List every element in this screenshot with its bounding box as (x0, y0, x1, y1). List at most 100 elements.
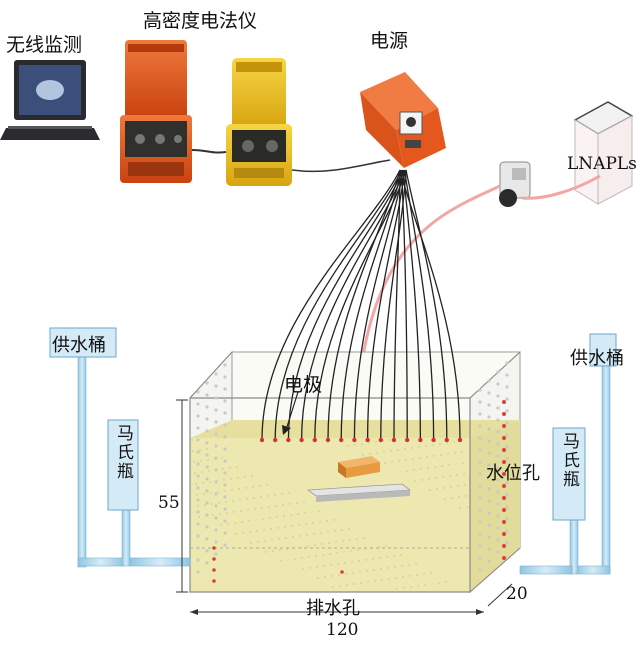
sand-grain (345, 573, 347, 575)
length-dimension-label: 120 (326, 620, 359, 640)
inlet-hole-right (478, 388, 482, 392)
sand-grain (222, 468, 224, 470)
inlet-hole-left (214, 492, 218, 496)
dimension-height (176, 399, 188, 593)
sand-front (190, 438, 470, 592)
sand-grain (440, 454, 442, 456)
sand-grain (431, 583, 433, 585)
inlet-hole-right (505, 409, 509, 413)
sand-grain (401, 565, 403, 567)
inlet-hole-left (214, 552, 218, 556)
sand-grain (366, 570, 368, 572)
sand-grain (192, 450, 194, 452)
sand-grain (208, 470, 210, 472)
inlet-hole-left (205, 453, 209, 457)
inlet-hole-right (505, 517, 509, 521)
resistivity-case-yellow (226, 58, 292, 186)
sand-grain (323, 565, 325, 567)
inlet-hole-right (487, 403, 491, 407)
sand-grain (369, 453, 371, 455)
sand-grain (264, 540, 266, 542)
sand-grain (343, 551, 345, 553)
inlet-hole-right (505, 397, 509, 401)
sand-grain (279, 549, 281, 551)
sand-grain (283, 515, 285, 517)
sand-grain (276, 516, 278, 518)
sand-grain (376, 452, 378, 454)
sand-grain (331, 575, 333, 577)
sand-grain (379, 557, 381, 559)
sand-grain (259, 485, 261, 487)
sand-grain (403, 587, 405, 589)
sand-grain (426, 456, 428, 458)
sand-grain (372, 558, 374, 560)
inlet-hole-right (505, 457, 509, 461)
sand-grain (252, 486, 254, 488)
sand-grain (398, 460, 400, 462)
sand-grain (353, 583, 355, 585)
sand-grain (240, 510, 242, 512)
inlet-hole-left (214, 456, 218, 460)
tank-edge (469, 547, 521, 593)
sand-grain (424, 584, 426, 586)
inlet-hole-right (478, 496, 482, 500)
sand-grain (207, 459, 209, 461)
sand-grain (319, 521, 321, 523)
resistivity-case-orange (120, 40, 192, 183)
electrode-pointer (282, 391, 299, 435)
electrode-cable (403, 169, 435, 441)
sand-grain (458, 496, 460, 498)
height-dimension-label: 55 (158, 493, 180, 513)
sand-grain (362, 454, 364, 456)
sand-grain (202, 482, 204, 484)
electrode (286, 437, 291, 443)
sand-grain (336, 552, 338, 554)
electrode-cable (353, 169, 404, 441)
sand-grain (247, 509, 249, 511)
sand-grain (442, 476, 444, 478)
sand-grain (321, 543, 323, 545)
water-level-hole (502, 520, 506, 524)
inlet-hole-left (205, 477, 209, 481)
wireless-monitoring-label: 无线监测 (6, 34, 83, 56)
supply-bucket-left-label: 供水桶 (52, 335, 106, 356)
inlet-hole-right (505, 481, 509, 485)
inlet-hole-right (478, 544, 482, 548)
sand-grain (408, 564, 410, 566)
supply-bucket-right-label: 供水桶 (570, 348, 624, 369)
inlet-hole-right (487, 391, 491, 395)
sand-grain (354, 444, 356, 446)
sand-grain (374, 580, 376, 582)
inlet-hole-right (496, 466, 500, 470)
inlet-hole-right (487, 547, 491, 551)
water-level-hole (212, 579, 216, 583)
inlet-hole-left (214, 384, 218, 388)
sand-grain (420, 468, 422, 470)
sand-grain (230, 478, 232, 480)
sand-grain (383, 451, 385, 453)
inlet-hole-left (223, 387, 227, 391)
sand-grain (314, 544, 316, 546)
sand-grain (393, 555, 395, 557)
inlet-hole-right (478, 460, 482, 464)
inlet-hole-left (205, 501, 209, 505)
sand-grain (249, 531, 251, 533)
electrode-cable (287, 169, 404, 441)
sand-grain (313, 533, 315, 535)
sand-grain (255, 519, 257, 521)
lnapl-container-icon (573, 101, 634, 205)
sand-grain (441, 465, 443, 467)
sand-grain (265, 551, 267, 553)
sand-grain (235, 533, 237, 535)
sand-grain (404, 448, 406, 450)
sand-grain (220, 524, 222, 526)
sand-grain (294, 558, 296, 560)
sand-grain (237, 477, 239, 479)
inlet-hole-right (496, 502, 500, 506)
inlet-hole-right (505, 529, 509, 533)
sand-grain (359, 571, 361, 573)
instrument-link-cable (191, 149, 227, 154)
sand-grain (434, 466, 436, 468)
inlet-hole-right (487, 523, 491, 527)
inlet-hole-right (496, 382, 500, 386)
